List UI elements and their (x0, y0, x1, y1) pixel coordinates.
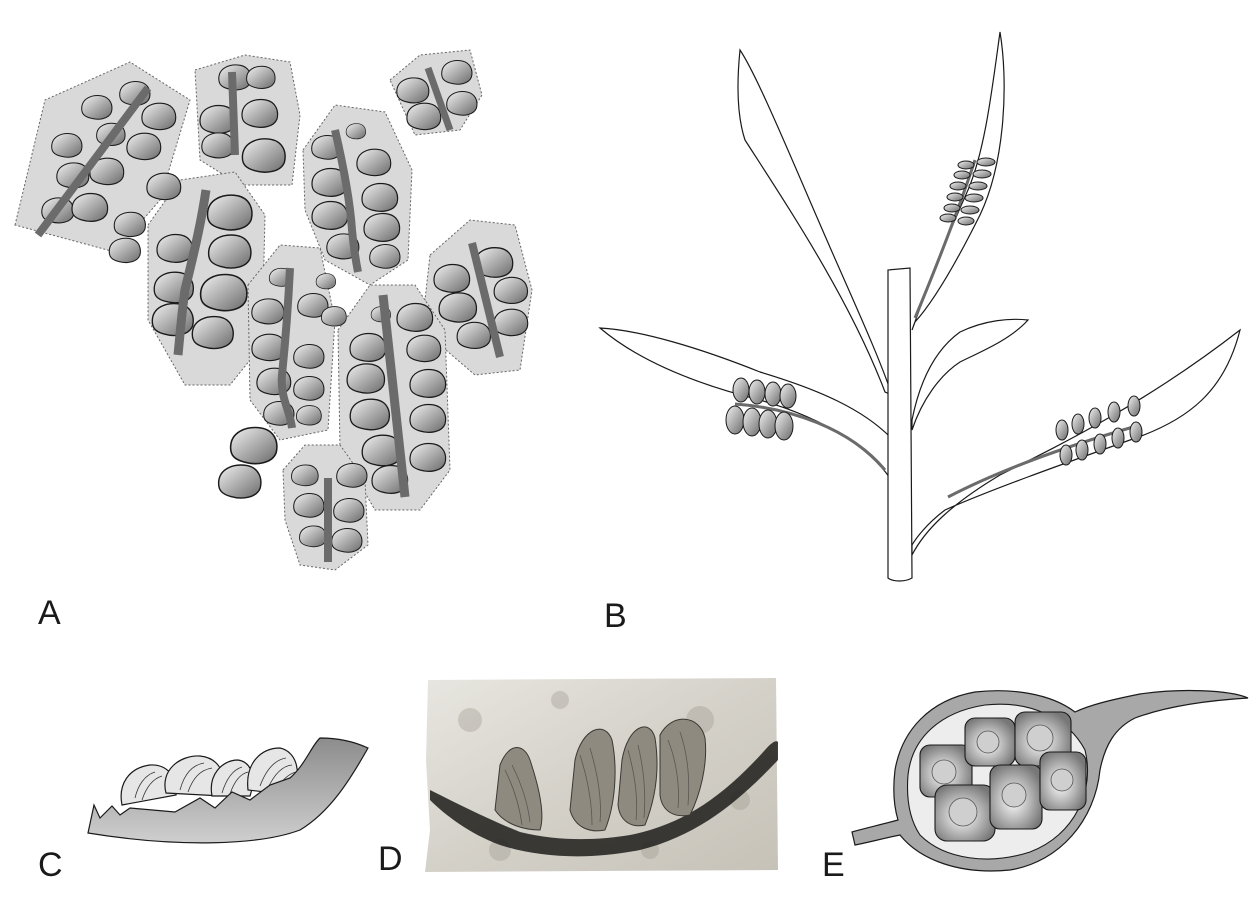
panel-b-right-sporangia (1055, 395, 1143, 466)
panel-b-upper-sporangia (939, 157, 996, 226)
panel-d-photo (425, 678, 778, 872)
panel-a-label: A (38, 594, 61, 632)
panel-c-label: C (38, 846, 63, 884)
panel-b-label: B (604, 597, 627, 635)
panel-e-drawing (851, 689, 1249, 872)
panel-e-label: E (822, 846, 845, 884)
panel-b-drawing (598, 31, 1242, 582)
panel-d-label: D (378, 840, 403, 878)
panel-a-drawing (14, 49, 533, 571)
panel-c-drawing (87, 737, 369, 844)
panel-b-left-sporangia (725, 377, 797, 441)
